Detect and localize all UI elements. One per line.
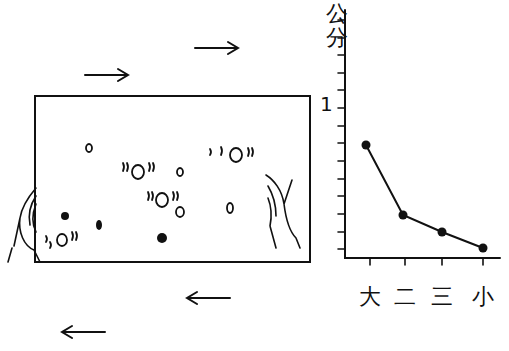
data-line [366, 145, 483, 248]
category-label: 二 [394, 286, 416, 308]
right-hand [266, 175, 300, 248]
left-hand [8, 188, 40, 262]
left-arrow [62, 326, 105, 338]
right-arrow [195, 42, 238, 54]
axis-unit: 公分 [326, 2, 348, 50]
tick-value: 1 [320, 94, 333, 114]
category-label: 小 [472, 286, 494, 308]
chart-axes [345, 10, 500, 258]
drops [46, 144, 253, 248]
right-arrow [85, 69, 128, 81]
tray [35, 96, 310, 262]
dark-drops [61, 212, 167, 243]
category-label: 大 [359, 286, 381, 308]
data-points [362, 141, 488, 253]
left-arrow [187, 292, 230, 304]
category-label: 三 [431, 286, 453, 308]
axis-ticks [338, 20, 483, 265]
